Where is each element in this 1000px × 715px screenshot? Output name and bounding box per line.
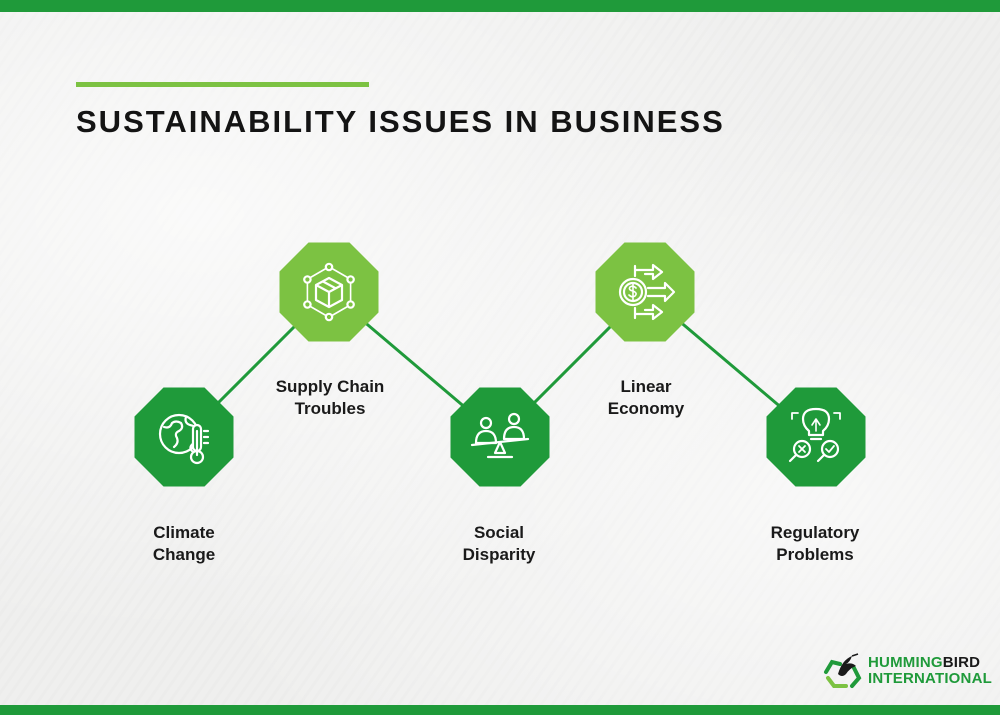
node-climate-change [134, 387, 234, 487]
box-network-icon [303, 262, 355, 322]
label-line-2: Change [152, 545, 216, 564]
logo-line-1: HUMMINGBIRD [868, 654, 980, 671]
label-regulatory-problems: Regulatory Problems [735, 522, 895, 566]
page-title: SUSTAINABILITY ISSUES IN BUSINESS [76, 104, 725, 139]
hummingbird-logo: HUMMINGBIRD INTERNATIONAL [822, 648, 992, 692]
recycle-bird-icon [824, 653, 862, 688]
label-climate-change: Climate Change [104, 522, 264, 566]
globe-thermometer-icon [158, 413, 210, 465]
octagon-shape [450, 387, 550, 487]
label-line-2: Troubles [294, 399, 366, 418]
top-green-bar [0, 0, 1000, 12]
label-line-2: Problems [776, 545, 854, 564]
label-social-disparity: Social Disparity [419, 522, 579, 566]
lightbulb-magnifier-icon [788, 407, 841, 463]
octagon-shape [766, 387, 866, 487]
label-line-1: Regulatory [770, 523, 860, 542]
dollar-arrows-icon [618, 263, 676, 321]
label-line-2: Economy [607, 399, 685, 418]
node-supply-chain-troubles [279, 242, 379, 342]
label-line-2: Disparity [462, 545, 536, 564]
label-supply-chain-troubles: Supply Chain Troubles [250, 376, 410, 420]
label-line-1: Supply Chain [275, 377, 385, 396]
node-regulatory-problems [766, 387, 866, 487]
people-scale-icon [470, 412, 530, 459]
logo-line-2: INTERNATIONAL [868, 670, 992, 687]
logo-word-bird: BIRD [942, 654, 981, 671]
title-accent-line [76, 82, 369, 87]
label-line-1: Linear [620, 377, 672, 396]
label-line-1: Social [473, 523, 525, 542]
bottom-green-bar [0, 705, 1000, 715]
octagon-shape [134, 387, 234, 487]
logo-word-humming: HUMMING [868, 654, 943, 671]
node-social-disparity [450, 387, 550, 487]
label-line-1: Climate [153, 523, 215, 542]
node-linear-economy [595, 242, 695, 342]
label-linear-economy: Linear Economy [566, 376, 726, 420]
